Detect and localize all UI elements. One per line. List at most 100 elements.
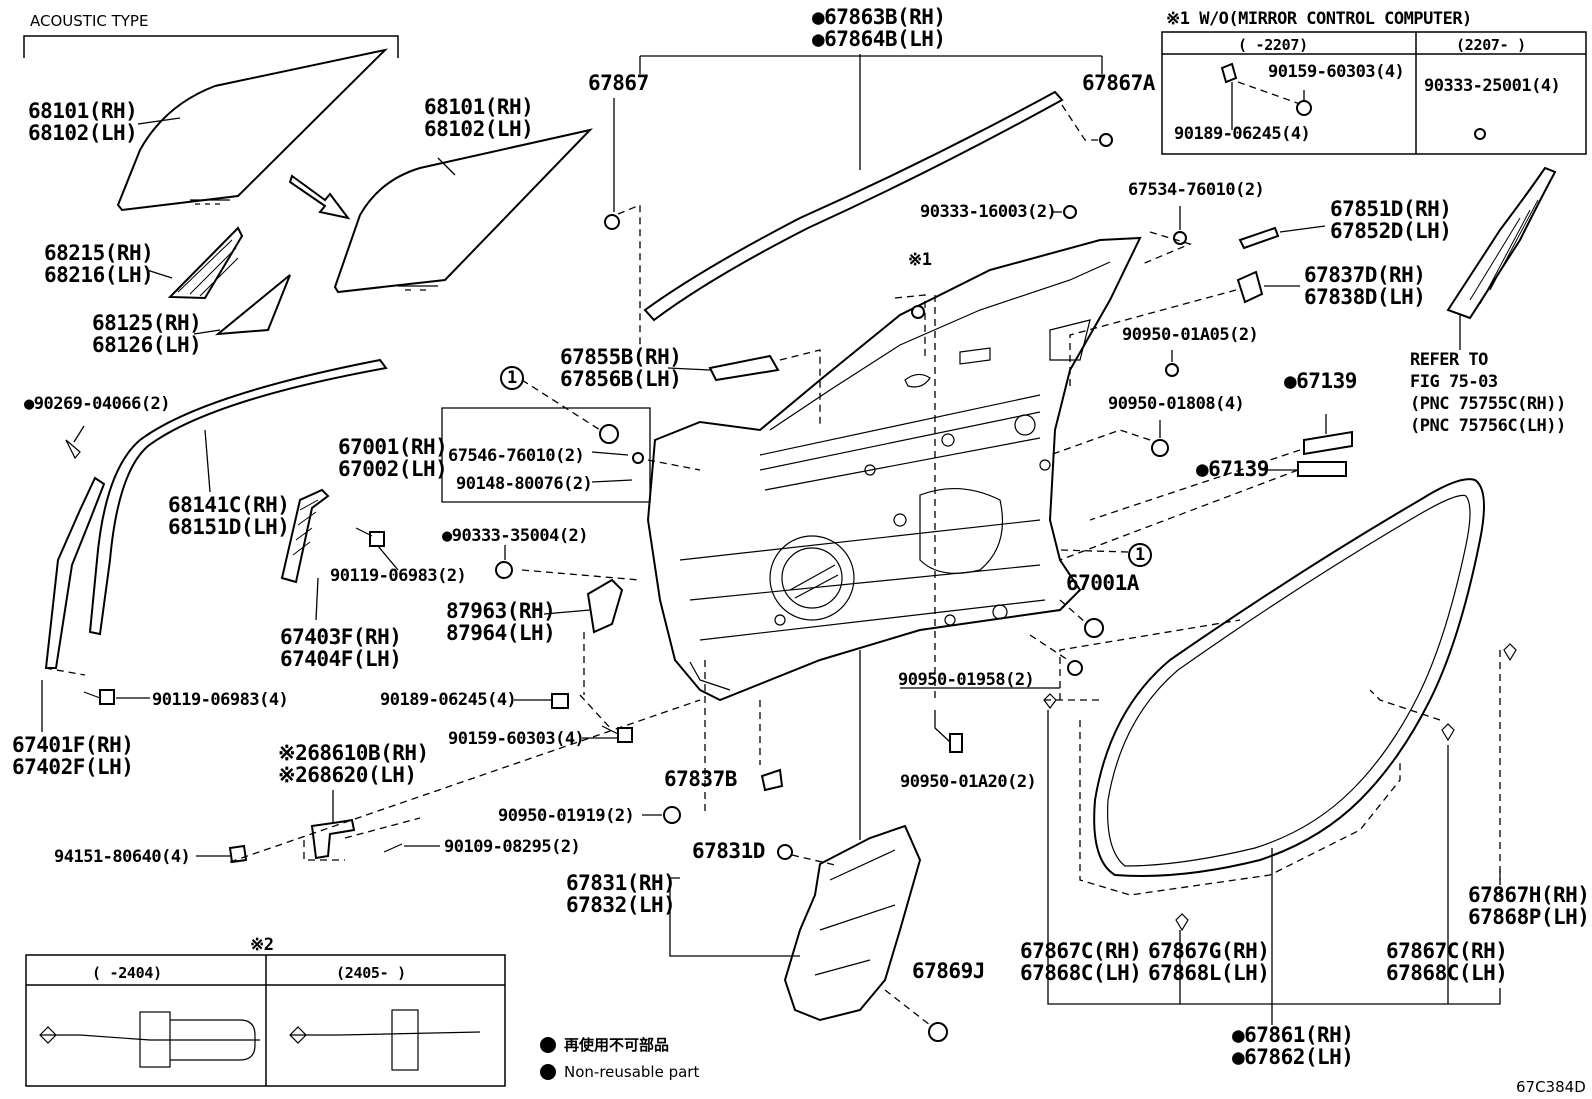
circle-ref-a	[500, 366, 524, 390]
dash-weatherstrip-b	[1059, 619, 1241, 700]
bolt-94151	[228, 844, 248, 864]
leader-90119a	[377, 545, 399, 571]
clip-67867c1	[1043, 693, 1057, 709]
part-label: 87963(RH)	[446, 599, 556, 623]
part-label: 90950-01958(2)	[898, 670, 1035, 690]
part-label: 67002(LH)	[338, 457, 448, 481]
part-label: ※268620(LH)	[278, 763, 417, 787]
pillar-hatch	[1469, 199, 1539, 305]
part-label: 67867	[588, 71, 649, 95]
part-label: 94151-80640(4)	[54, 847, 191, 867]
part-label: 68215(RH)	[44, 241, 154, 265]
dash-67867	[617, 204, 641, 345]
leader-68125	[193, 329, 221, 335]
dash-67855	[779, 349, 821, 425]
dash-67837d	[1069, 289, 1237, 390]
part-label: 67869J	[912, 959, 985, 983]
bolt-90119a	[355, 527, 385, 547]
plug-67534	[1173, 231, 1187, 245]
clip-90148	[632, 452, 644, 464]
part-label: 67868P(LH)	[1468, 905, 1590, 929]
bracket-67851	[1238, 226, 1280, 250]
note1-col1: ( -2207)	[1238, 36, 1308, 54]
dash-94151	[229, 699, 701, 863]
clip-90269	[65, 439, 81, 460]
part-label: 90159-60303(4)	[448, 729, 585, 749]
leader-90950-a20	[934, 710, 951, 743]
door-glass	[333, 128, 594, 294]
arrow-indicator	[288, 174, 351, 220]
part-label: 90148-80076(2)	[456, 474, 593, 494]
dash-67139	[1059, 449, 1301, 561]
part-label: 68102(LH)	[28, 121, 138, 145]
part-label: ●90333-35004(2)	[442, 526, 589, 546]
part-label: 67868C(LH)	[1020, 961, 1142, 985]
quarter-hatch	[177, 239, 239, 297]
leader-67851	[1279, 225, 1326, 233]
part-label: 90189-06245(4)	[380, 690, 517, 710]
leader-67546-90148	[591, 451, 633, 483]
bolt-90159	[601, 725, 633, 743]
part-label: 90950-01A20(2)	[900, 772, 1037, 792]
part-label: 90119-06983(2)	[330, 566, 467, 586]
grommet-67546	[599, 424, 619, 444]
dash-67869j	[884, 989, 931, 1026]
note2-col2: (2405- )	[336, 964, 406, 982]
part-label: 90950-01A05(2)	[1122, 325, 1259, 345]
pillar-garnish	[1446, 166, 1557, 320]
part-label: 68102(LH)	[424, 117, 534, 141]
part-label: 67868C(LH)	[1386, 961, 1508, 985]
part-label: ※268610B(RH)	[278, 741, 429, 765]
part-label: 90950-01808(4)	[1108, 394, 1245, 414]
part-label: 67851D(RH)	[1330, 197, 1452, 221]
clip-67869j	[928, 1022, 948, 1042]
part-label: 67534-76010(2)	[1128, 180, 1265, 200]
clip-67867c2	[1441, 723, 1455, 742]
legend-jp: 再使用不可部品	[564, 1036, 670, 1054]
dash-67534	[1139, 231, 1192, 266]
note2-title: ※2	[250, 935, 274, 955]
part-label: 68101(RH)	[424, 95, 534, 119]
door-weatherstrip	[1093, 478, 1485, 877]
dash-67001a	[1059, 599, 1086, 623]
part-label: 90950-01919(2)	[498, 806, 635, 826]
circle-ref-b	[1128, 543, 1152, 567]
clip-67867a	[1099, 133, 1113, 147]
part-label: 67001A	[1066, 571, 1139, 595]
part-label: 67001(RH)	[338, 435, 448, 459]
part-label: 67546-76010(2)	[448, 446, 585, 466]
clip-90950-19	[663, 806, 681, 824]
note1-table	[1161, 31, 1587, 155]
dash-weatherstrip-c	[1044, 650, 1501, 900]
dash-weatherstrip-a	[1079, 720, 1401, 896]
leader-67855	[667, 367, 711, 371]
plug-90950-08	[1151, 439, 1169, 457]
part-label: 90109-08295(2)	[444, 837, 581, 857]
note1-title: ※1 W/O(MIRROR CONTROL COMPUTER)	[1166, 9, 1472, 29]
clip-67867h	[1503, 643, 1517, 662]
plug-67837b	[760, 768, 784, 792]
clip-67867g	[1175, 913, 1189, 932]
bracket-clips-legs	[1179, 745, 1501, 1004]
legend-en: Non-reusable part	[564, 1063, 700, 1081]
plug-90333-16	[1063, 205, 1077, 219]
door-frame-molding	[643, 90, 1064, 322]
part-label: 68151D(LH)	[168, 515, 290, 539]
part-label: 67852D(LH)	[1330, 219, 1452, 243]
part-label: ※1	[908, 250, 932, 270]
hinge-87963	[586, 578, 624, 634]
line-67867-ends	[639, 56, 1103, 74]
dash-circle-b	[1059, 549, 1129, 553]
clip-67867	[604, 214, 620, 230]
rear-frame-hatch	[292, 499, 319, 556]
leader-68101a	[137, 117, 181, 125]
leader-68141	[204, 429, 211, 493]
part-label: 67868L(LH)	[1148, 961, 1270, 985]
part-label: 67832(LH)	[566, 893, 676, 917]
note1-p1: 90159-60303(4)	[1268, 62, 1405, 82]
acoustic-bracket	[23, 35, 399, 58]
bolt-90119b	[83, 689, 115, 705]
legend-dot-en	[540, 1064, 556, 1080]
refer-label: FIG 75-03	[1410, 372, 1498, 392]
